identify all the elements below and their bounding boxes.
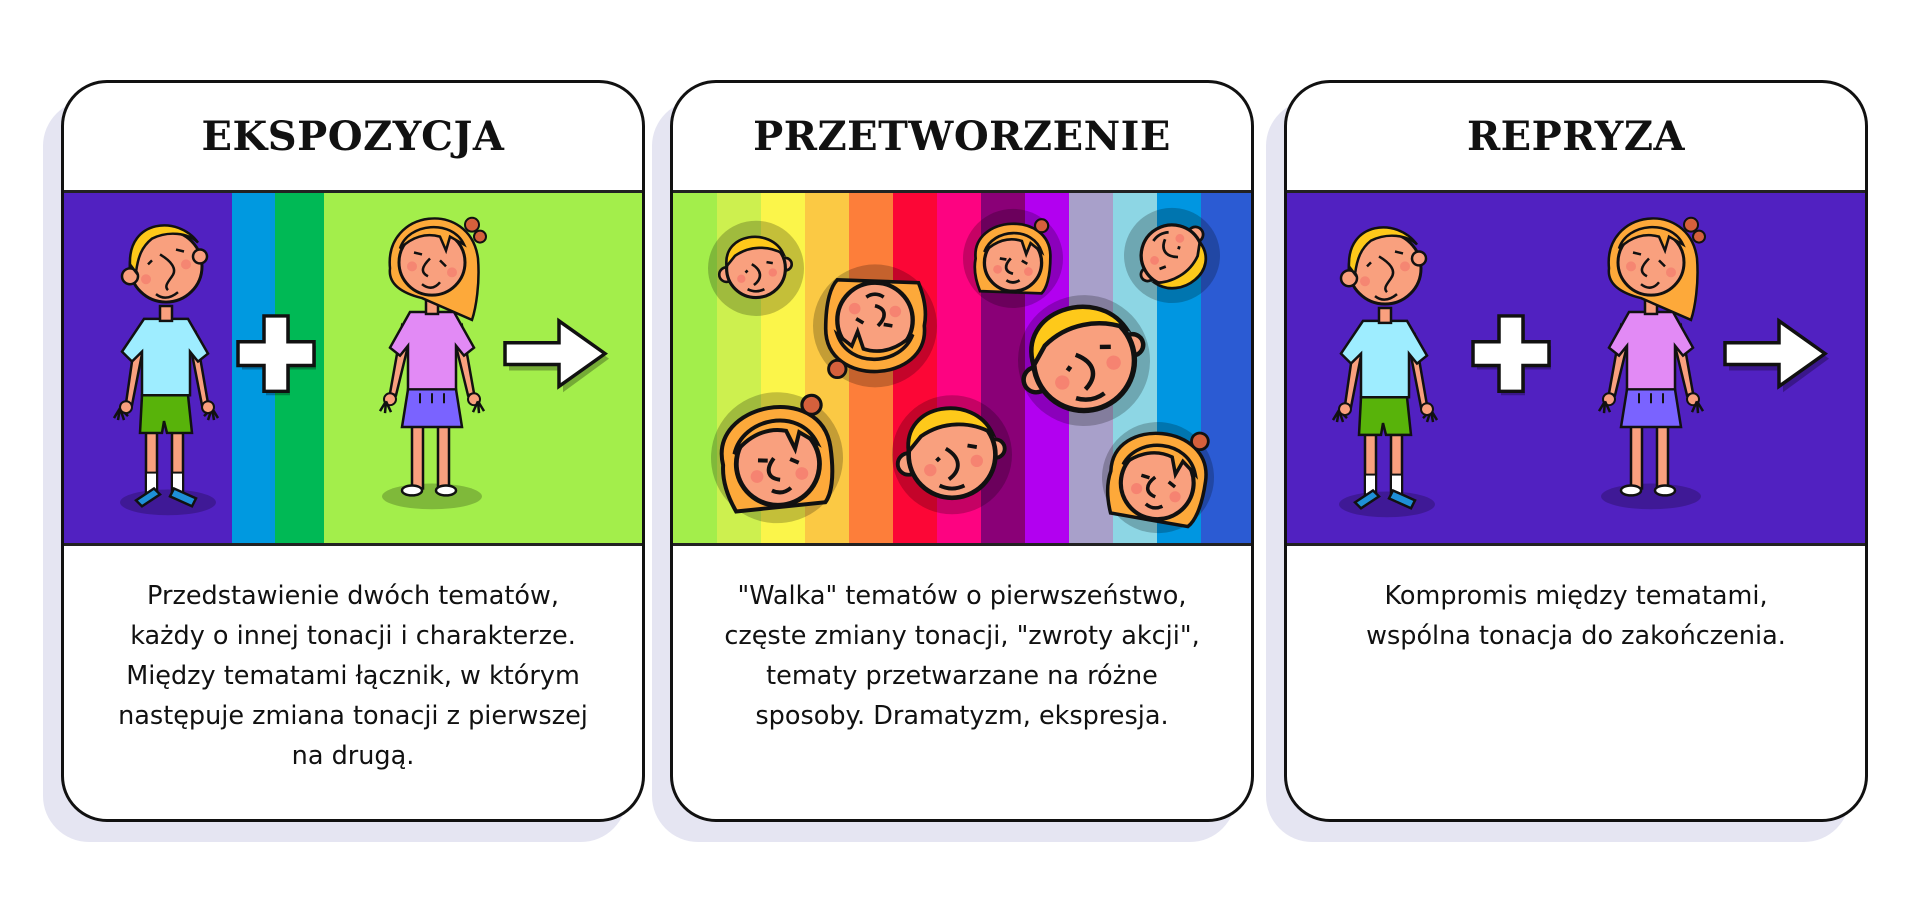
development-illustration <box>673 193 1251 543</box>
boy-face <box>708 220 804 316</box>
description-line: "Walka" tematów o pierwszeństwo, <box>737 581 1187 611</box>
card-description: "Walka" tematów o pierwszeństwo, częste … <box>673 546 1251 736</box>
exposition-illustration <box>64 193 642 543</box>
card-przetworzenie: PRZETWORZENIE <box>652 80 1254 842</box>
boy-face-rotated <box>1122 207 1224 305</box>
girl-face <box>963 208 1063 309</box>
girl-face-upside-down <box>813 264 937 388</box>
description-line: wspólna tonacja do zakończenia. <box>1366 621 1786 651</box>
card-header: REPRYZA <box>1287 83 1865 193</box>
description-line: częste zmiany tonacji, "zwroty akcji", <box>724 621 1200 651</box>
card-illustration <box>1287 193 1865 546</box>
card: EKSPOZYCJA Przedstawienie dwóch tematów,… <box>61 80 645 822</box>
card-header: PRZETWORZENIE <box>673 83 1251 193</box>
card-description: Kompromis między tematami, wspólna tonac… <box>1287 546 1865 656</box>
card-title: EKSPOZYCJA <box>201 113 505 160</box>
description-line: każdy o innej tonacji i charakterze. <box>130 621 576 651</box>
card-illustration <box>64 193 642 546</box>
description-line: na drugą. <box>291 741 415 771</box>
card-ekspozycja: EKSPOZYCJA Przedstawienie dwóch tematów,… <box>43 80 645 842</box>
card-header: EKSPOZYCJA <box>64 83 642 193</box>
card: PRZETWORZENIE <box>670 80 1254 822</box>
card-repryza: REPRYZA Kompromis między tematami, wspól… <box>1266 80 1868 842</box>
card-title: PRZETWORZENIE <box>753 113 1171 160</box>
card-illustration <box>673 193 1251 546</box>
boy-face-smiling <box>892 395 1012 515</box>
description-line: sposoby. Dramatyzm, ekspresja. <box>755 701 1169 731</box>
description-line: Przedstawienie dwóch tematów, <box>147 581 559 611</box>
recapitulation-illustration <box>1287 193 1865 543</box>
description-line: następuje zmiana tonacji z pierwszej <box>118 701 588 731</box>
girl-face-tilted <box>1095 415 1221 534</box>
card: REPRYZA Kompromis między tematami, wspól… <box>1284 80 1868 822</box>
description-line: tematy przetwarzane na różne <box>766 661 1158 691</box>
boy-face-large <box>1008 285 1161 427</box>
description-line: Kompromis między tematami, <box>1384 581 1768 611</box>
card-description: Przedstawienie dwóch tematów, każdy o in… <box>64 546 642 776</box>
card-title: REPRYZA <box>1466 113 1686 160</box>
girl-face-large <box>711 384 843 524</box>
description-line: Między tematami łącznik, w którym <box>126 661 580 691</box>
